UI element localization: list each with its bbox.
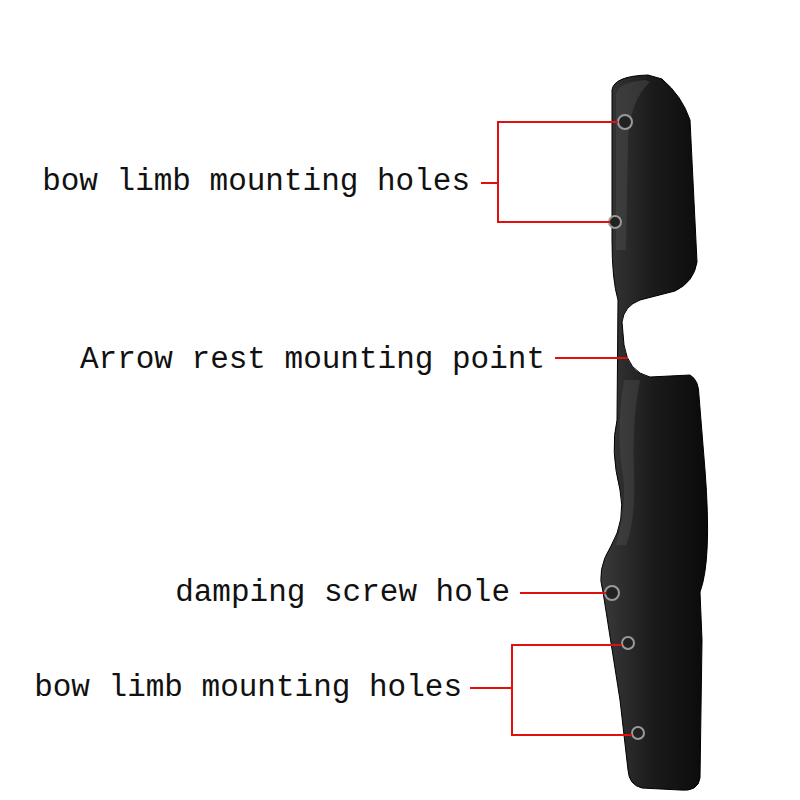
- leader-lines: [470, 122, 632, 735]
- leader-line: [555, 357, 628, 359]
- leader-line: [481, 182, 498, 184]
- leader-line: [470, 687, 512, 689]
- leader-line: [520, 592, 606, 594]
- hole: [622, 637, 634, 649]
- hole: [609, 216, 621, 228]
- leader-bracket: [498, 122, 618, 222]
- hole: [605, 586, 619, 600]
- hole: [632, 727, 644, 739]
- riser-highlight: [616, 380, 640, 545]
- hole: [618, 115, 632, 129]
- riser-body: [601, 75, 708, 790]
- part-label: bow limb mounting holes: [34, 672, 462, 703]
- leader-bracket: [512, 645, 632, 735]
- part-label: damping screw hole: [175, 577, 510, 608]
- part-label: bow limb mounting holes: [42, 166, 470, 197]
- part-label: Arrow rest mounting point: [80, 344, 545, 375]
